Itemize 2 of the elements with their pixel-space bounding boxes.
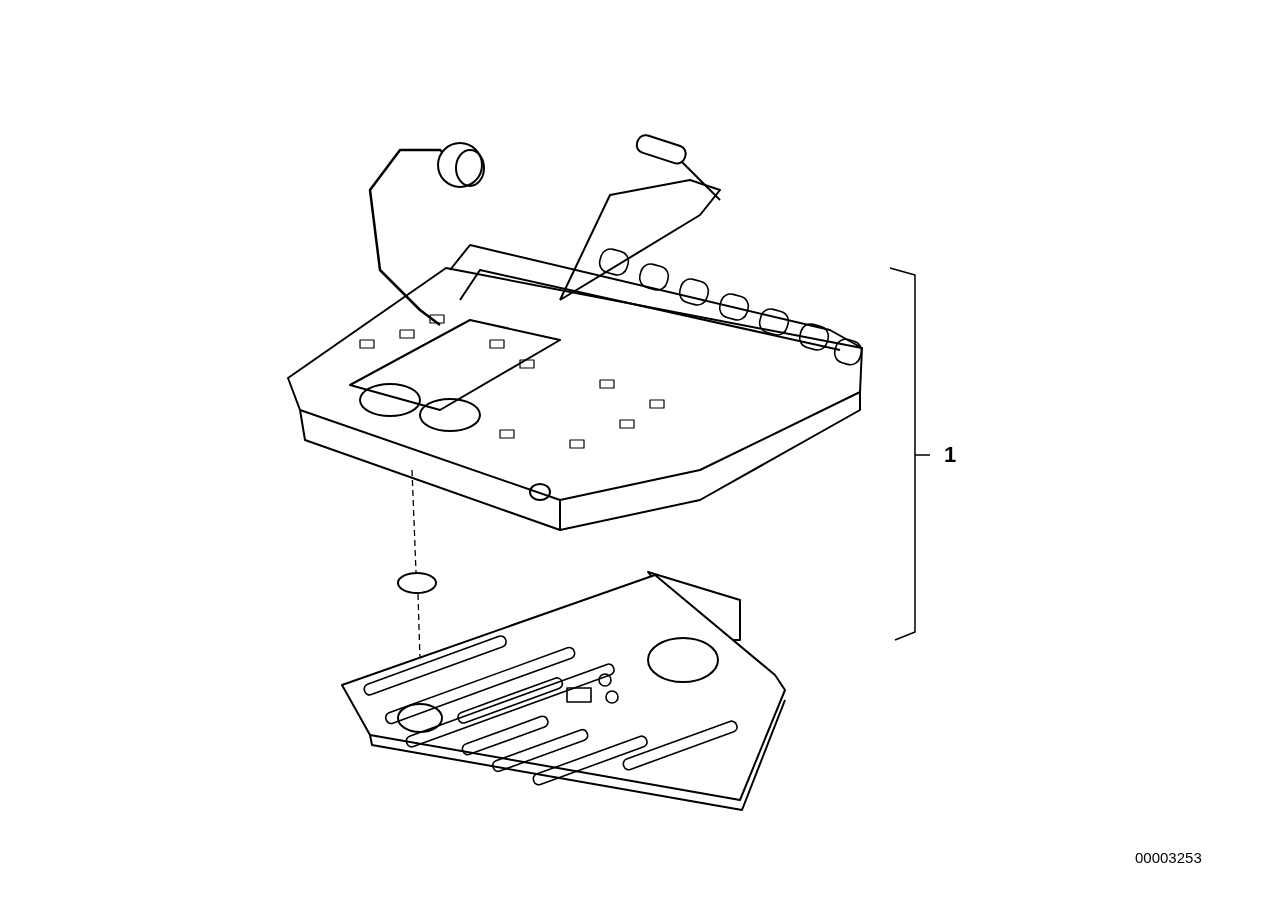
drawing-number: 00003253 xyxy=(1135,850,1202,865)
callout-number: 1 xyxy=(944,444,957,466)
